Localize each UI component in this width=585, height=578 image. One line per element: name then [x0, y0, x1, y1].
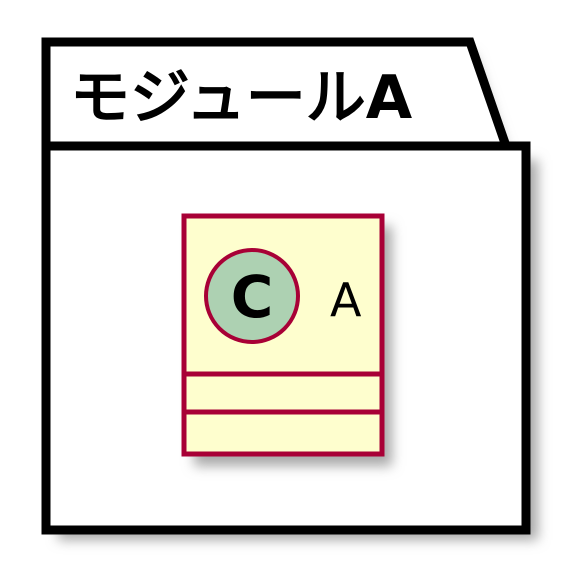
class-box	[181, 213, 385, 457]
package-title: モジュールA	[70, 63, 413, 133]
class-a[interactable]: C A	[181, 213, 385, 457]
class-name: A	[330, 273, 362, 327]
package-tab	[41, 37, 511, 148]
class-stereotype-circle	[204, 248, 300, 344]
class-stereotype-letter: C	[231, 263, 274, 331]
